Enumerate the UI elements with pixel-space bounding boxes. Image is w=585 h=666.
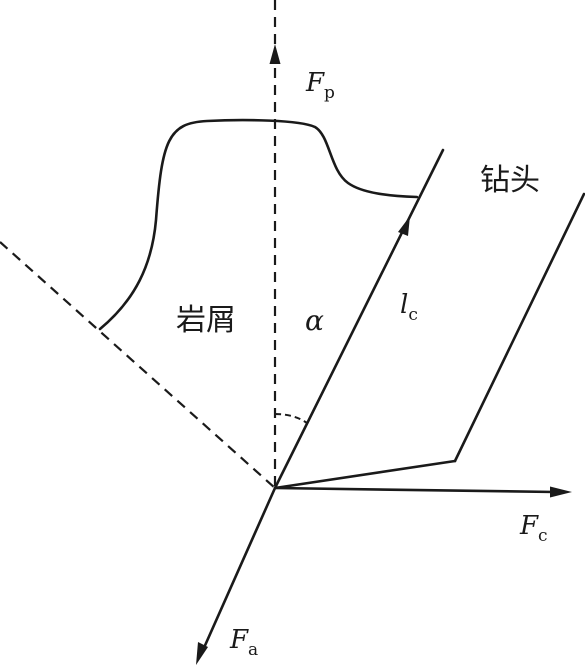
bit-bottom-edge — [273, 459, 457, 490]
fp-label: Fp — [305, 68, 335, 103]
rock-chip-label: 岩屑 — [176, 303, 236, 338]
fp-subscript: p — [324, 83, 335, 103]
lc-arrowhead — [398, 216, 410, 236]
fa-label: Fa — [229, 625, 258, 660]
fc-label: Fc — [519, 511, 548, 546]
rock-chip-outline — [98, 118, 419, 331]
fc-arrow-line — [273, 486, 557, 494]
fa-arrowhead — [196, 642, 208, 665]
alpha-angle-arc — [274, 413, 308, 424]
fa-subscript: a — [248, 640, 258, 660]
fp-arrowhead — [269, 44, 281, 64]
lc-subscript: c — [408, 305, 418, 325]
fc-arrowhead — [550, 486, 572, 498]
fa-arrow-line — [201, 486, 277, 652]
alpha-label: α — [305, 304, 324, 337]
lc-label: lc — [400, 290, 418, 325]
bit-rake-face — [273, 148, 445, 490]
bit-back-edge — [453, 192, 585, 463]
cutting-plane-line — [0, 241, 276, 489]
fc-subscript: c — [538, 526, 548, 546]
drill-bit-label: 钻头 — [480, 163, 540, 198]
